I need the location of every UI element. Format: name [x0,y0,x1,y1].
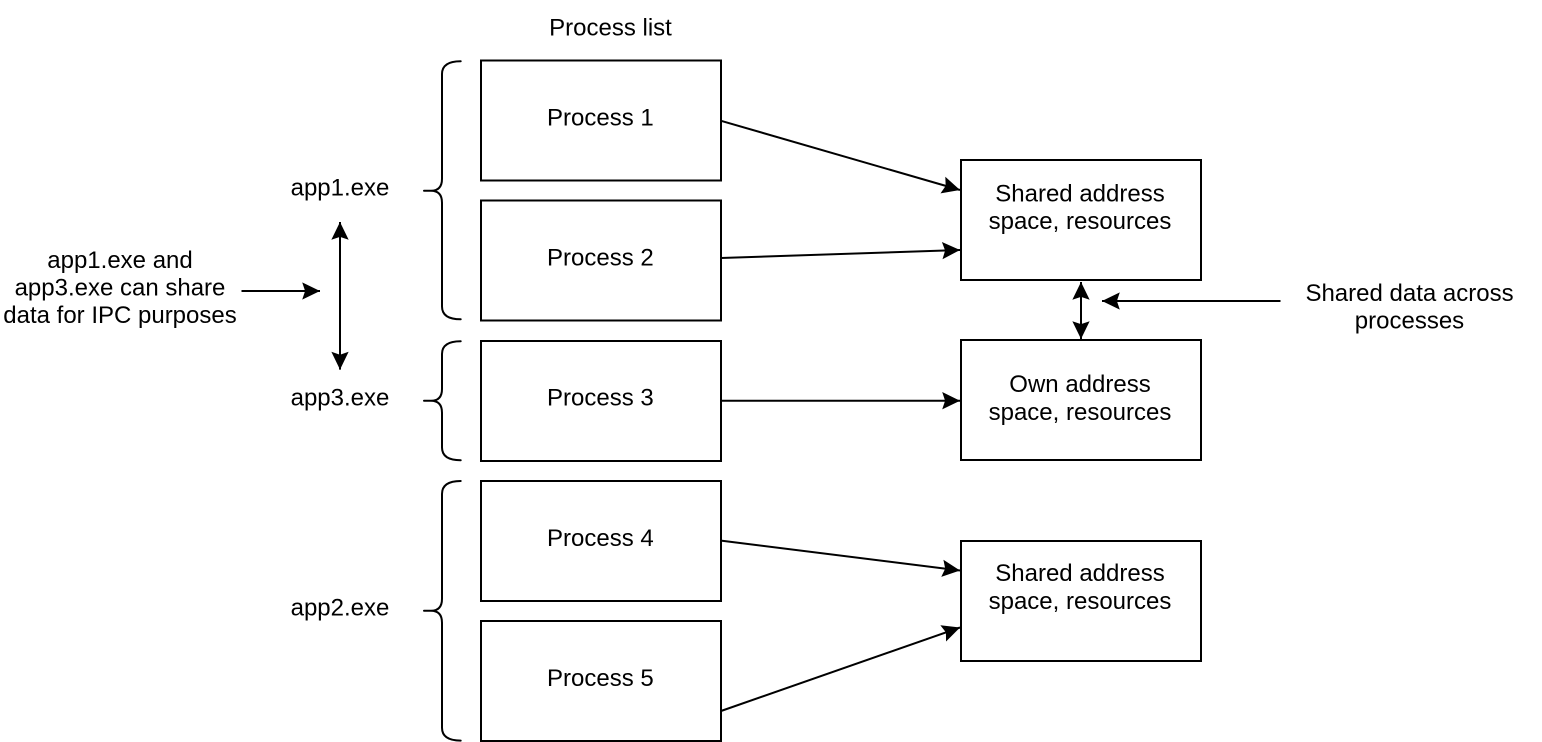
svg-text:Process 1: Process 1 [547,105,654,132]
svg-text:app3.exe can share: app3.exe can share [15,274,226,301]
svg-text:Process 2: Process 2 [547,245,654,272]
svg-text:space, resources: space, resources [989,588,1172,615]
svg-text:space, resources: space, resources [989,399,1172,426]
svg-text:Shared data across: Shared data across [1305,280,1513,307]
svg-text:Process 5: Process 5 [547,665,654,692]
svg-text:app3.exe: app3.exe [291,384,390,411]
svg-text:data for IPC purposes: data for IPC purposes [3,302,236,329]
svg-text:Process 4: Process 4 [547,525,654,552]
svg-text:space, resources: space, resources [989,208,1172,235]
svg-text:app2.exe: app2.exe [291,594,390,621]
svg-text:app1.exe: app1.exe [291,174,390,201]
svg-text:Process 3: Process 3 [547,385,654,412]
svg-text:Shared address: Shared address [995,560,1164,587]
svg-text:Own address: Own address [1009,371,1150,398]
svg-text:Process list: Process list [549,15,672,42]
svg-text:app1.exe and: app1.exe and [47,247,192,274]
svg-text:Shared address: Shared address [995,181,1164,208]
svg-text:processes: processes [1355,308,1464,335]
